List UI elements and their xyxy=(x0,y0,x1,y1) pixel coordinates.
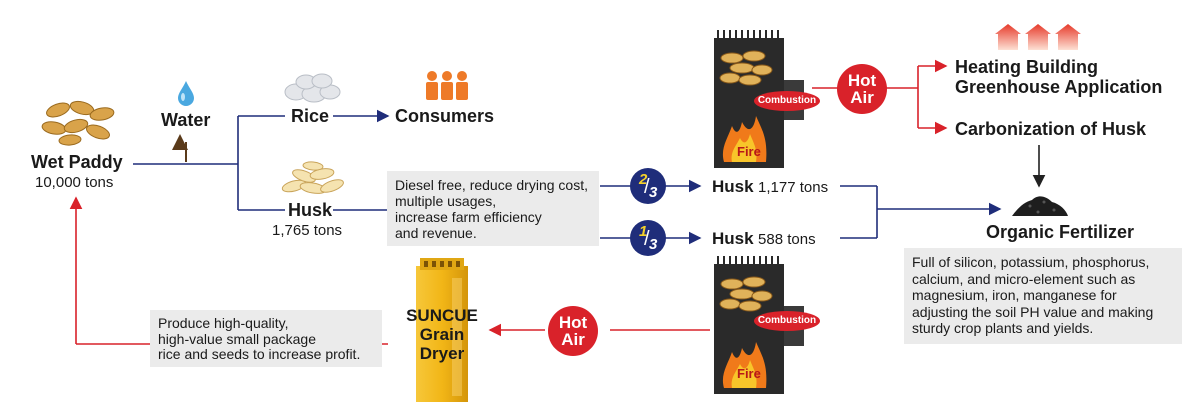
husk-top-amount: 1,177 tons xyxy=(758,179,829,196)
dryer-line: Grain xyxy=(419,325,465,344)
fire-bottom-label: Fire xyxy=(737,366,761,381)
paddy-branch-lines xyxy=(133,109,1002,245)
consumers-label: Consumers xyxy=(395,106,495,126)
hot-air-line: Air xyxy=(561,330,585,349)
quality-line: rice and seeds to increase profit. xyxy=(158,346,361,362)
heating-label: Heating Building Greenhouse Application xyxy=(955,57,1162,97)
combustion-bottom-label: Combustion xyxy=(754,311,820,331)
fertilizer-line: adjusting the soil PH value and making xyxy=(912,303,1154,320)
consumers-icon xyxy=(426,71,468,100)
benefits-line: multiple usages, xyxy=(395,193,497,209)
water-label: Water xyxy=(161,110,211,130)
husk-main-label: Husk xyxy=(288,200,333,220)
one-third-badge: 1 / 3 xyxy=(630,220,666,256)
heating-line: Heating Building xyxy=(955,57,1098,77)
dryer-line: SUNCUE xyxy=(406,306,478,325)
benefits-line: increase farm efficiency xyxy=(395,209,542,225)
hot-air-bottom-badge: Hot Air xyxy=(548,306,598,356)
dryer-label: SUNCUE Grain Dryer xyxy=(399,306,485,363)
water-drop-icon xyxy=(178,81,194,106)
grain-dryer-icon xyxy=(416,258,468,402)
hot-air-line: Air xyxy=(850,88,874,107)
wet-paddy-label: Wet Paddy xyxy=(31,152,123,172)
fertilizer-line: magnesium, iron, manganese for xyxy=(912,287,1117,303)
quality-line: Produce high-quality, xyxy=(158,315,289,331)
fraction-numerator: 2 xyxy=(639,171,648,188)
hot-air-top-badge: Hot Air xyxy=(837,64,887,114)
carbonization-label: Carbonization of Husk xyxy=(955,119,1147,139)
heated-houses-icon xyxy=(995,24,1081,50)
quality-line: high-value small package xyxy=(158,330,316,347)
husk-main-amount: 1,765 tons xyxy=(272,222,343,239)
quality-box: Produce high-quality, high-value small p… xyxy=(150,310,382,367)
fertilizer-description-box: Full of silicon, potassium, phosphorus, … xyxy=(904,248,1182,344)
wet-paddy-amount: 10,000 tons xyxy=(35,174,114,191)
fraction-denominator: 3 xyxy=(649,184,658,201)
combustion-top-label: Combustion xyxy=(754,91,820,111)
hot-air-line: Hot xyxy=(847,71,877,90)
fertilizer-pile-icon xyxy=(1012,196,1068,216)
benefits-box: Diesel free, reduce drying cost, multipl… xyxy=(387,171,599,246)
husk-bottom-amount: 588 tons xyxy=(758,231,816,248)
organic-fertilizer-title: Organic Fertilizer xyxy=(986,222,1135,242)
husk-pile-icon xyxy=(281,161,344,194)
husk-bottom-label: Husk xyxy=(712,229,754,248)
rice-label: Rice xyxy=(291,106,330,126)
husk-bottom-split: Husk 588 tons xyxy=(712,229,816,249)
fertilizer-line: calcium, and micro-element such as xyxy=(912,270,1136,287)
fire-top-label: Fire xyxy=(737,144,761,159)
hot-air-top-lines xyxy=(812,59,948,135)
two-thirds-badge: 2 / 3 xyxy=(630,168,666,204)
benefits-line: Diesel free, reduce drying cost, xyxy=(395,177,588,193)
heating-line: Greenhouse Application xyxy=(955,77,1163,97)
rice-pile-icon xyxy=(284,73,341,103)
paddy-grains-icon xyxy=(41,100,115,146)
fertilizer-line: sturdy crop plants and yields. xyxy=(912,320,1094,336)
husk-top-label: Husk xyxy=(712,177,754,196)
hot-air-line: Hot xyxy=(558,313,588,332)
fraction-numerator: 1 xyxy=(639,223,648,240)
benefits-line: and revenue. xyxy=(395,225,477,241)
dryer-line: Dryer xyxy=(419,344,465,363)
husk-top-split: Husk 1,177 tons xyxy=(712,177,828,197)
fertilizer-line: Full of silicon, potassium, phosphorus, xyxy=(912,254,1150,270)
fraction-denominator: 3 xyxy=(649,236,658,253)
